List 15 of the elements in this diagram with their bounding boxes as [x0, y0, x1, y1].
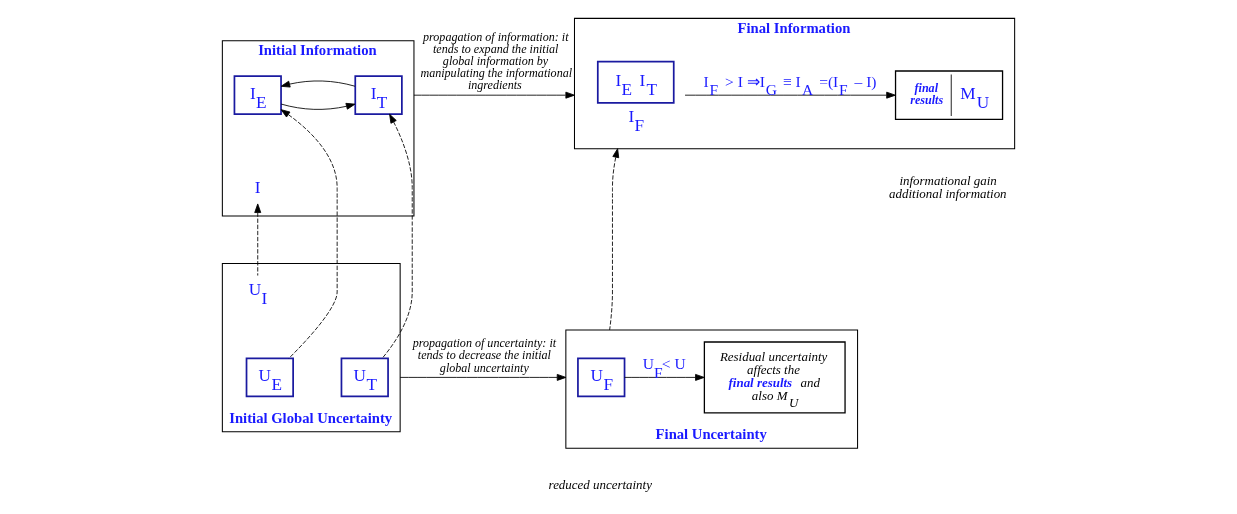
label: informational gain additional information [889, 172, 1007, 201]
edge-label: propagation of uncertainty: it tends to decrease the initial global uncertainty [412, 336, 557, 375]
node-text: I [254, 177, 261, 197]
arrow [684, 91, 896, 99]
arrow [624, 373, 705, 381]
arrow [254, 203, 262, 276]
arrow [399, 373, 567, 381]
arrow [381, 113, 413, 359]
arrow [413, 91, 575, 99]
arrow [280, 80, 356, 88]
edge-label: propagation of information: it tends to expand the initial global information by manipulating the informational ingredients [420, 29, 573, 93]
arrow [609, 148, 620, 331]
arrow [280, 102, 356, 110]
arrow [280, 109, 338, 359]
label: reduced uncertainty [548, 477, 652, 493]
